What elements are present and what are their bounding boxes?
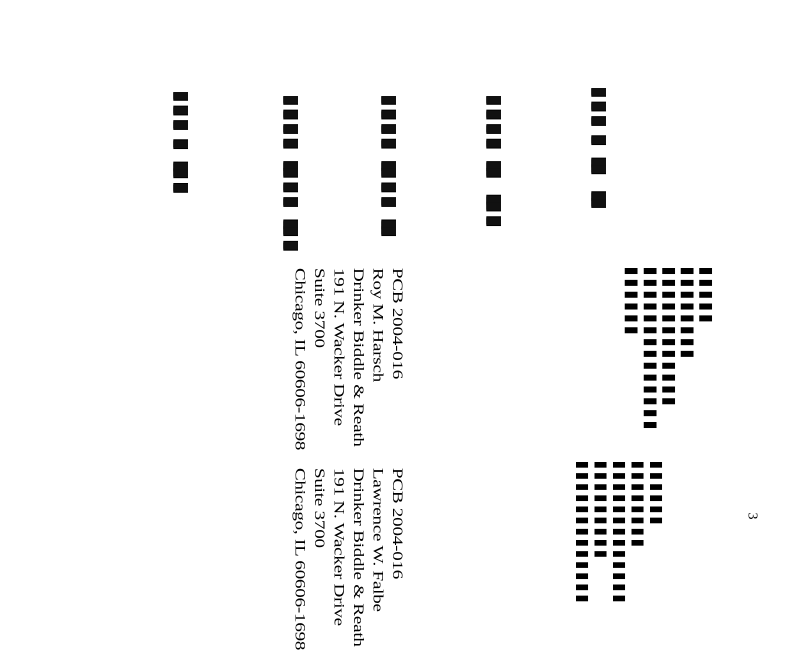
city-state-zip: Chicago, IL 60606-1698: [291, 268, 308, 451]
recipient-name: Roy M. Harsch: [369, 268, 386, 383]
smudge-line: ▌▌▌▌▐▌ ▐▌▌: [487, 96, 501, 232]
address-line: ▌▌▌▌▌▌▌▌▌▌▌▌▌: [576, 462, 587, 607]
address-line: ▌▌▌▌▌: [700, 268, 712, 328]
address-line: ▌▌▌▌▌▌: [650, 462, 662, 529]
page-number: 3: [744, 512, 760, 520]
document-page: ▌▌▌ ▌▐▌ ▐▌ ▌▌▌▌▐▌ ▐▌▌ ▌▌▌▌▐▌▌▌▐▌ ▌▌▌▌▐▌▌…: [174, 88, 760, 650]
suite: Suite 3700: [311, 268, 328, 348]
address-line: ▌▌▌▌▌▌▌▌: [632, 462, 643, 552]
suite: Suite 3700: [311, 468, 328, 548]
case-number: PCB 2004-016: [389, 268, 406, 380]
smudge-line: ▌▌▌ ▌▐▌ ▐▌: [592, 88, 606, 214]
address-block-top-right: ▌▌▌▌▌▌ ▌▌▌▌▌▌▌▌ ▌▌▌▌▌▌▌▌▌▌▌▌▌ ▌▌▌▌▌▌▌▌▌ …: [572, 462, 665, 607]
city-state-zip: Chicago, IL 60606-1698: [291, 468, 308, 650]
address-line: ▌▌▌▌▌▌▌▌▌: [594, 462, 606, 563]
street-address: 191 N. Wacker Drive: [330, 468, 347, 626]
firm-name: Drinker Biddle & Reath: [350, 468, 367, 647]
recipient-name: Lawrence W. Falbe: [369, 468, 386, 612]
address-line: ▌▌▌▌▌▌: [625, 268, 638, 340]
smudge-line: ▌▌▌▌▐▌▌▌▐▌▌: [284, 96, 298, 257]
address-block-top-left: ▌▌▌▌▌ ▌▌▌▌▌▌▌▌ ▌▌▌▌▌▌▌▌▌▌▌▌ ▌▌▌▌▌▌▌▌▌▌▌▌…: [622, 268, 715, 434]
address-line: ▌▌▌▌▌▌▌▌▌▌▌▌: [662, 268, 675, 411]
smudge-line: ▌▌▌▌▐▌▌▌▐▌: [382, 96, 396, 242]
service-entry-harsch: PCB 2004-016 Roy M. Harsch Drinker Biddl…: [290, 268, 407, 450]
smudge-line: ▌▌▌ ▌▐▌▌: [174, 92, 188, 199]
case-number: PCB 2004-016: [389, 468, 406, 580]
street-address: 191 N. Wacker Drive: [330, 268, 347, 426]
address-line: ▌▌▌▌▌▌▌▌▌▌▌▌▌: [613, 462, 625, 607]
address-line: ▌▌▌▌▌▌▌▌: [681, 268, 694, 363]
firm-name: Drinker Biddle & Reath: [350, 268, 367, 447]
address-line: ▌▌▌▌▌▌▌▌▌▌▌▌▌▌: [644, 268, 657, 434]
service-entry-falbe: PCB 2004-016 Lawrence W. Falbe Drinker B…: [290, 468, 407, 650]
